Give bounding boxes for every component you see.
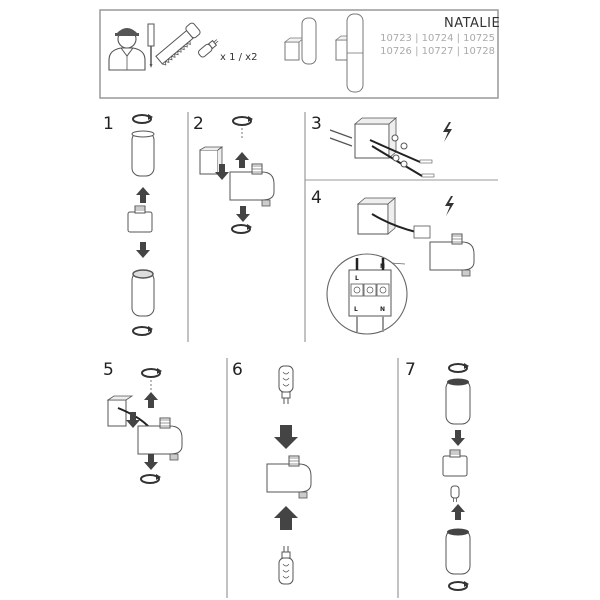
terminal-top-live-label: L: [355, 275, 359, 282]
step-4-number: 4: [311, 188, 322, 208]
step-3-diagram: [329, 117, 435, 178]
product-name: NATALIE: [444, 16, 501, 31]
step-2-diagram: [199, 115, 275, 234]
product-codes-line-2: 10726 | 10727 | 10728: [380, 46, 495, 57]
product-double-sketch: [334, 13, 364, 93]
step-7-number: 7: [405, 360, 416, 380]
electric-warning-icon: [443, 122, 452, 142]
step-1-diagram: [127, 113, 155, 336]
bulb-icon: [278, 365, 294, 404]
product-single-sketch: [283, 17, 317, 65]
step-5-diagram: [106, 367, 183, 484]
step-5-number: 5: [103, 360, 114, 380]
product-codes: 10723 | 10724 | 10725 10726 | 10727 | 10…: [335, 32, 495, 58]
saw-icon: [155, 22, 201, 66]
screwdriver-icon: [147, 23, 155, 68]
step-4-diagram: [356, 197, 475, 277]
bulb-icon: [278, 546, 294, 585]
terminal-bottom-neutral-label: N: [380, 306, 386, 313]
step-2-number: 2: [193, 114, 204, 134]
step-1-number: 1: [103, 114, 114, 134]
step-7-diagram: [442, 362, 471, 591]
product-codes-line-1: 10723 | 10724 | 10725: [380, 33, 495, 44]
terminal-top-neutral-label: N: [380, 263, 386, 270]
terminal-bottom-live-label: L: [354, 306, 358, 313]
step-3-number: 3: [311, 114, 322, 134]
bulb-quantity: x 1 / x2: [220, 52, 258, 63]
step-6-number: 6: [232, 360, 243, 380]
electric-warning-icon: [445, 196, 454, 216]
installer-icon: [108, 28, 146, 71]
terminal-detail: [326, 253, 408, 335]
bulb-icon: [198, 39, 219, 58]
step-6-diagram: [266, 365, 312, 585]
